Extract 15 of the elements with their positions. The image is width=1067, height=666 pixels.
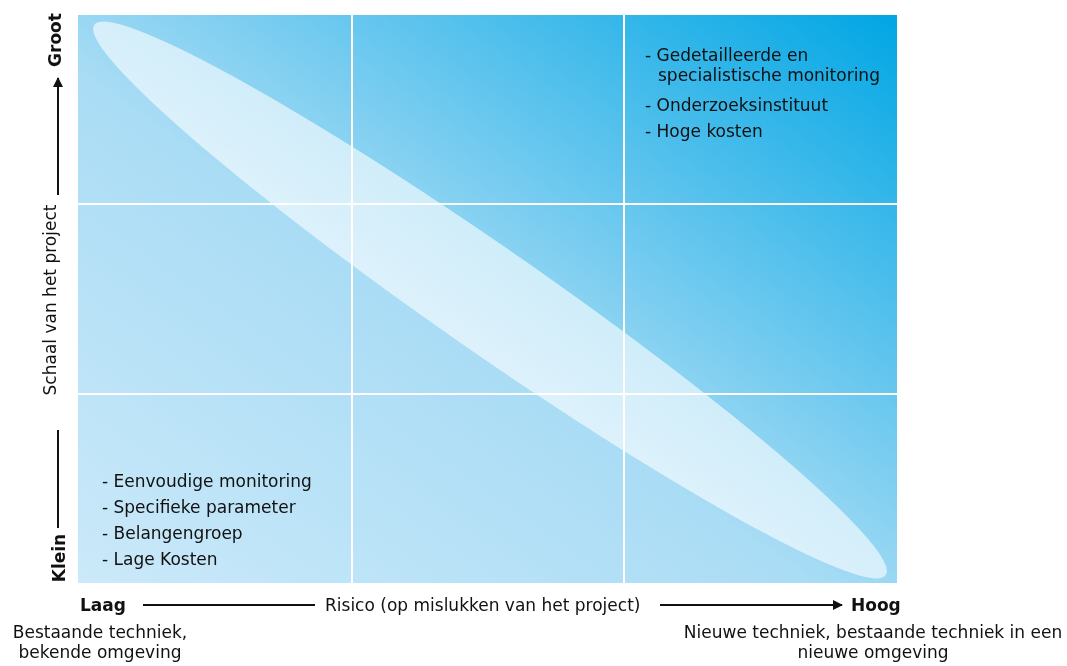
list-item: - Specifieke parameter: [102, 497, 297, 517]
axis-label: Laag: [80, 595, 126, 615]
list-item: - Lage Kosten: [102, 549, 219, 569]
axis-label: Groot: [44, 13, 65, 67]
list-item: - Onderzoeksinstituut: [645, 95, 830, 115]
axis-title: Risico (op mislukken van het project): [325, 595, 641, 615]
axis-note: Bestaande techniek, bekende omgeving: [11, 622, 189, 662]
list-item: - Gedetailleerde en specialistische monitoring: [645, 45, 881, 85]
axis-label: Klein: [49, 533, 70, 583]
axis-note: Nieuwe techniek, bestaande techniek in een nieuwe omgeving: [682, 622, 1064, 662]
axis-label: Hoog: [851, 595, 901, 615]
list-item: - Belangengroep: [102, 523, 244, 543]
list-item: - Eenvoudige monitoring: [102, 471, 313, 491]
axis-title: Schaal van het project: [40, 204, 61, 396]
list-item: - Hoge kosten: [645, 121, 764, 141]
